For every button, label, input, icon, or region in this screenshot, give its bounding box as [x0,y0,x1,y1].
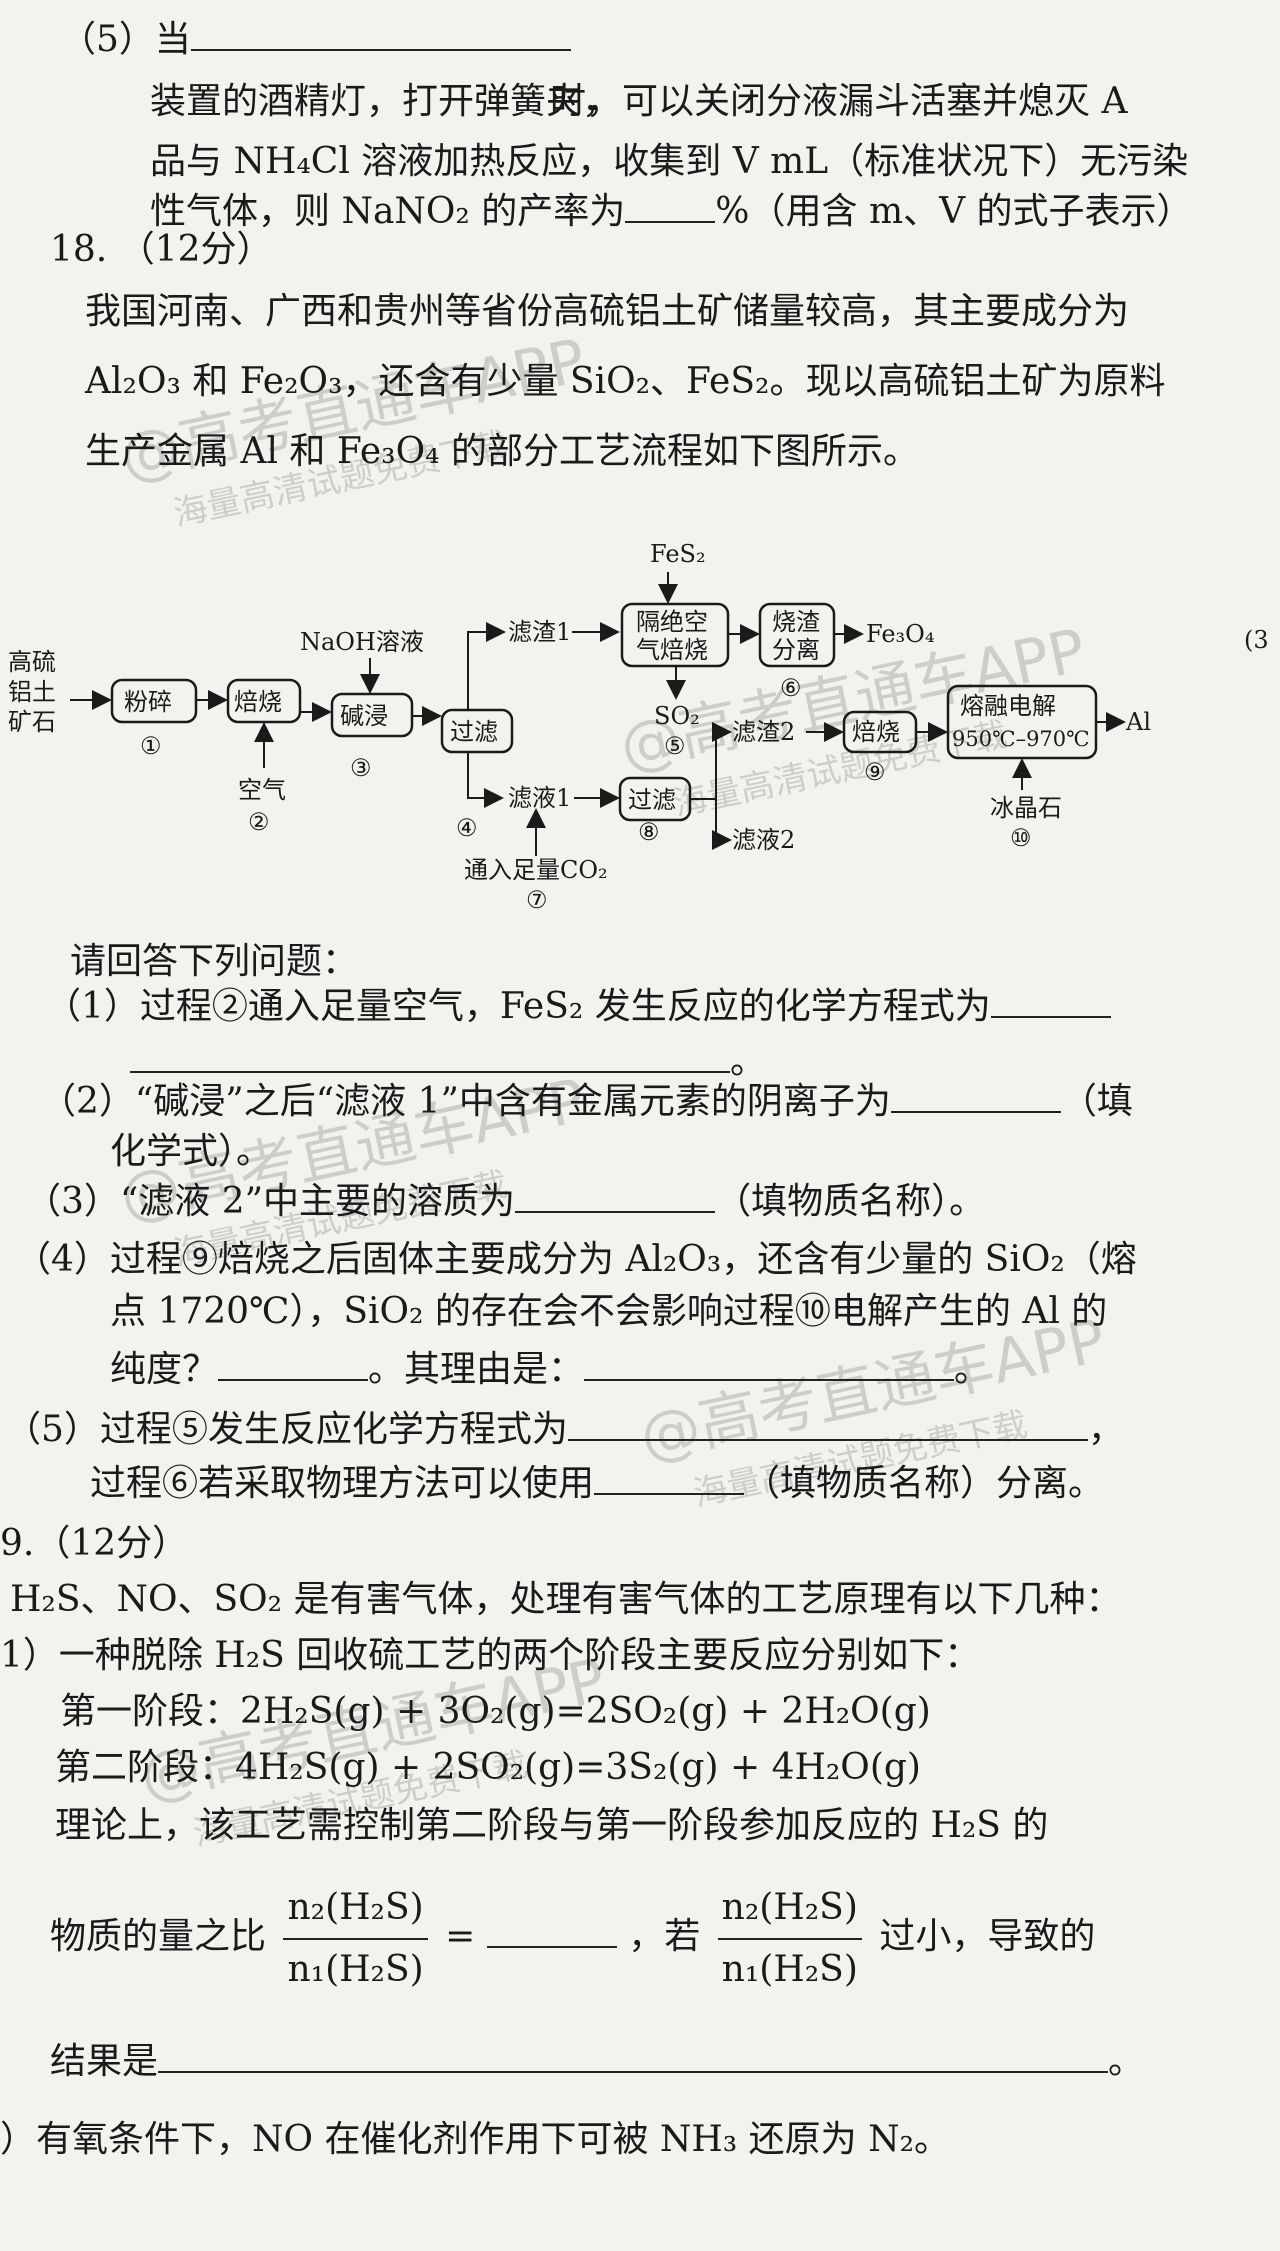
step-10-number: ⑩ [1010,824,1032,852]
q19-heading: 9.（12分） [0,1523,189,1564]
answer-blank[interactable] [594,1463,745,1495]
q17-5-line2: 时，可以关闭分液漏斗活塞并熄灭 A [550,81,1128,122]
filtrate-1-label: 滤液1 [508,784,571,812]
side-margin-text: (3 [1244,626,1269,654]
q18-intro-3: 生产金属 Al 和 Fe₃O₄ 的部分工艺流程如下图所示。 [85,431,919,472]
step-isolated-roast-label-2: 气焙烧 [636,636,708,664]
step-3-number: ③ [350,754,372,782]
step-filter-box [440,708,514,754]
answer-blank[interactable] [158,2041,1109,2073]
answer-blank[interactable] [218,1349,369,1381]
answer-blank[interactable] [990,986,1111,1018]
step-alkali-leach-label: 碱浸 [340,702,388,730]
q18-4b: 点 1720℃），SiO₂ 的存在会不会影响过程⑩电解产生的 Al 的 [110,1291,1108,1332]
q19-intro: H₂S、NO、SO₂ 是有害气体，处理有害气体的工艺原理有以下几种： [10,1579,1122,1620]
step-slag-separation-label-1: 烧渣 [772,608,820,636]
q19-stage-1: 第一阶段：2H₂S(g) + 3O₂(g)=2SO₂(g) + 2H₂O(g) [60,1691,931,1732]
q18-intro-1: 我国河南、广西和贵州等省份高硫铝土矿储量较高，其主要成分为 [85,291,1130,332]
q18-4a: （4）过程⑨焙烧之后固体主要成分为 Al₂O₃，还含有少量的 SiO₂（熔 [15,1239,1137,1280]
step-6-number: ⑥ [780,674,802,702]
q19-part-2: ）有氧条件下，NO 在催化剂作用下可被 NH₃ 还原为 N₂。 [0,2119,951,2160]
q18-4c: 纯度？。其理由是：。 [110,1349,991,1390]
q19-ratio-line: 物质的量之比 n₂(H₂S) n₁(H₂S) = ，若 n₂(H₂S) n₁(H… [50,1878,1095,2000]
q18-2-cont: 化学式）。 [110,1131,273,1172]
raw-ore-label-1: 高硫 [8,648,56,676]
ratio-fraction: n₂(H₂S) n₁(H₂S) [283,1878,428,2000]
step-1-number: ① [140,732,162,760]
q18-1-cont: 。 [130,1040,766,1084]
q17-5-line2-prefix: 装置的酒精灯，打开弹簧夹， [150,81,619,122]
q18-5: （5）过程⑤发生反应化学方程式为， [5,1409,1124,1450]
q19-stage-2: 第二阶段：4H₂S(g) + 2SO₂(g)=3S₂(g) + 4H₂O(g) [55,1747,921,1788]
step-2-number: ② [248,808,270,836]
q17-5-line4: 性气体，则 NaNO₂ 的产率为%（用含 m、V 的式子表示） [150,191,1193,232]
step-electrolysis-label-1: 熔融电解 [960,692,1056,720]
fes2-label: FeS₂ [650,540,706,568]
raw-ore-label-2: 铝土 [8,678,56,706]
cryolite-label: 冰晶石 [990,794,1062,822]
q18-1: （1）过程②通入足量空气，FeS₂ 发生反应的化学方程式为 [45,985,1111,1029]
ratio-fraction: n₂(H₂S) n₁(H₂S) [717,1878,862,2000]
fe3o4-label: Fe₃O₄ [866,620,934,648]
q18-ask: 请回答下列问题： [70,941,359,982]
step-roast-2-label: 焙烧 [852,718,900,746]
answer-blank[interactable] [486,1916,617,1948]
answer-blank[interactable] [515,1181,716,1213]
filtrate-2-label: 滤液2 [732,826,795,854]
residue-2-label: 滤渣2 [732,718,795,746]
q17-5-line3: 品与 NH₄Cl 溶液加热反应，收集到 V mL（标准状况下）无污染 [150,141,1189,182]
al-label: Al [1125,708,1151,736]
q18-2: （2）“碱浸”之后“滤液 1”中含有金属元素的阴离子为（填 [40,1081,1133,1122]
q19-part-1: 1）一种脱除 H₂S 回收硫工艺的两个阶段主要反应分别如下： [0,1635,981,1676]
q19-theory: 理论上，该工艺需控制第二阶段与第一阶段参加反应的 H₂S 的 [55,1805,1049,1846]
step-electrolysis-label-2: 950℃–970℃ [952,727,1090,751]
naoh-label: NaOH溶液 [300,628,424,656]
step-9-number: ⑨ [864,758,886,786]
answer-blank[interactable] [890,1081,1061,1113]
q18-heading: 18. （12分） [50,229,273,270]
step-7-number: ⑦ [526,886,548,914]
step-4-number: ④ [456,814,478,842]
q18-5-cont: 过程⑥若采取物理方法可以使用（填物质名称）分离。 [90,1463,1105,1504]
answer-blank[interactable] [130,1041,730,1073]
step-slag-separation-label-2: 分离 [772,636,820,664]
step-5-number: ⑤ [664,732,686,760]
q18-intro-2: Al₂O₃ 和 Fe₂O₃，还含有少量 SiO₂、FeS₂。现以高硫铝土矿为原料 [85,361,1166,402]
step-roast-label: 焙烧 [234,688,282,716]
step-filter-2-label: 过滤 [628,786,676,814]
watermark: @高考直通车APP 海量高清试题免费下载 [113,325,592,535]
step-crush-label: 粉碎 [124,688,172,716]
step-8-number: ⑧ [638,818,660,846]
step-filter-label: 过滤 [450,718,498,746]
step-isolated-roast-label-1: 隔绝空 [636,608,708,636]
q17-5-line1: （5）当 [60,18,571,62]
answer-blank[interactable] [567,1409,1088,1441]
process-flow-diagram: 高硫 铝土 矿石 粉碎 ① 焙烧 空气 ② NaOH溶液 碱浸 ③ 过滤 ④ 滤… [8,540,1269,914]
q18-3: （3）“滤液 2”中主要的溶质为（填物质名称）。 [25,1181,986,1222]
air-label: 空气 [238,776,286,804]
residue-1-label: 滤渣1 [508,618,571,646]
answer-blank[interactable] [584,1349,955,1381]
co2-label: 通入足量CO₂ [464,856,608,884]
answer-blank[interactable] [190,19,571,51]
so2-label: SO₂ [654,702,700,730]
q19-result: 结果是。 [50,2041,1145,2082]
raw-ore-label-3: 矿石 [8,708,56,736]
answer-blank[interactable] [625,191,716,223]
